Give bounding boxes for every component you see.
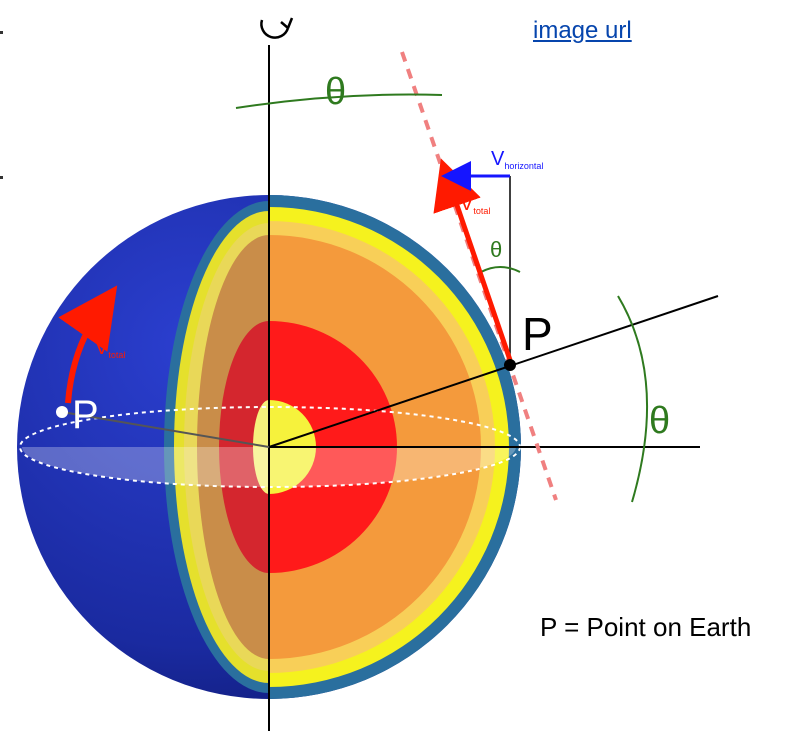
surface-velocity-arrow bbox=[58, 285, 118, 404]
left-edge-mark bbox=[0, 31, 3, 34]
point-p-left-marker bbox=[56, 406, 68, 418]
point-p-marker bbox=[504, 359, 516, 371]
theta-label-right: θ bbox=[649, 400, 670, 442]
theta-label-top: θ bbox=[325, 71, 346, 113]
left-edge-mark bbox=[0, 176, 3, 179]
rotation-arrow-icon bbox=[260, 17, 294, 39]
v-total-arrow bbox=[433, 158, 513, 361]
theta-arc-small bbox=[480, 266, 521, 273]
point-p-left-label: P bbox=[72, 393, 99, 437]
image-url-link[interactable]: image url bbox=[533, 17, 632, 44]
cutaway-left-face bbox=[164, 201, 269, 693]
v-total-label-left: Vtotal bbox=[95, 337, 125, 360]
radius-line bbox=[268, 295, 719, 448]
left-radius-line bbox=[61, 411, 270, 448]
v-horizontal-label: Vhorizontal bbox=[491, 148, 543, 171]
legend-text: P = Point on Earth bbox=[540, 612, 751, 642]
theta-label-small: θ bbox=[490, 237, 502, 262]
theta-arc-top bbox=[235, 93, 443, 109]
v-total-label: Vtotal bbox=[460, 193, 490, 216]
point-p-label: P bbox=[522, 308, 553, 360]
theta-arc-right bbox=[617, 295, 649, 503]
